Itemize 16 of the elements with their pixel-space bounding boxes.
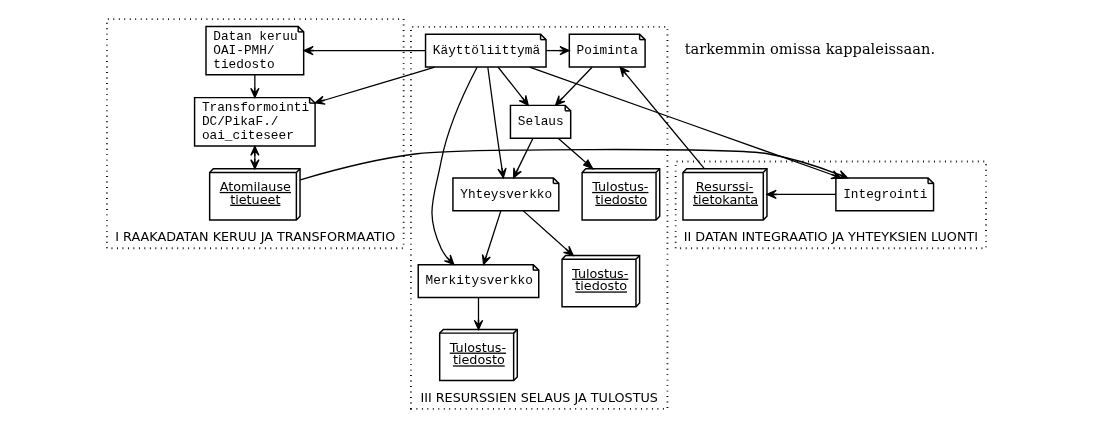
arrow: [431, 66, 478, 266]
arrow: [555, 66, 593, 106]
arrow: [766, 189, 837, 200]
arrow: [557, 137, 595, 170]
arrow: [481, 210, 502, 266]
arrow: [487, 66, 507, 179]
arrow: [529, 66, 842, 180]
arrow: [497, 66, 529, 106]
arrow: [303, 45, 427, 56]
arrow: [619, 66, 705, 170]
arrow: [250, 145, 260, 170]
label: tarkemmin omissa kappaleissaan.: [684, 40, 936, 58]
arrow: [473, 297, 484, 331]
arrow: [522, 210, 574, 256]
arrow: [314, 66, 436, 105]
arrow: [512, 137, 534, 179]
